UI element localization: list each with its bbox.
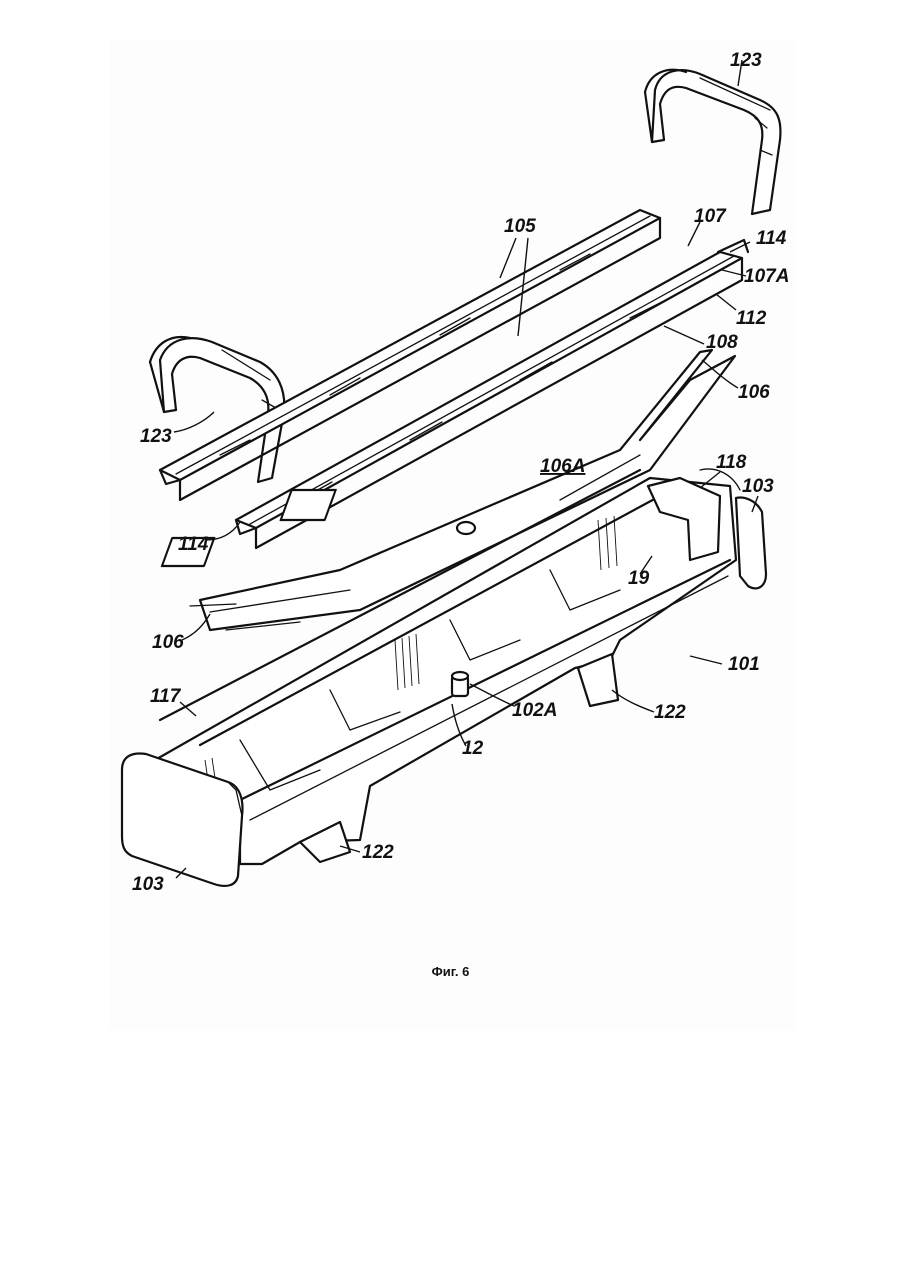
label-106-right: 106 [738,382,770,403]
label-117: 117 [150,686,182,707]
label-107A: 107A [744,266,789,287]
label-114-top: 114 [756,228,787,249]
label-12: 12 [462,738,484,759]
figure-caption: Фиг. 6 [0,964,901,979]
label-105: 105 [504,216,536,237]
label-118: 118 [716,452,747,473]
label-102A: 102A [512,700,557,721]
label-19: 19 [628,568,650,589]
label-101: 101 [728,654,760,675]
label-103-left: 103 [132,874,164,895]
label-108: 108 [706,332,738,353]
label-107: 107 [694,206,727,227]
label-114-left: 114 [178,534,209,555]
label-106-left: 106 [152,632,184,653]
label-103-right: 103 [742,476,774,497]
label-122-bottom: 122 [362,842,394,863]
label-122-right: 122 [654,702,686,723]
label-123-top: 123 [730,50,762,71]
label-106A: 106A [540,456,585,477]
clip-123-top [645,70,780,214]
label-112: 112 [736,308,767,329]
label-123-left: 123 [140,426,172,447]
